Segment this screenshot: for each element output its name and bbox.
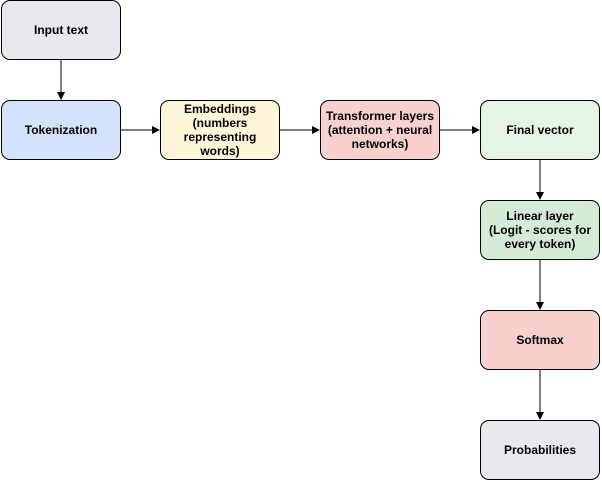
input-text-label: Input text: [34, 23, 88, 37]
tokenization-label: Tokenization: [24, 123, 98, 137]
transformer-layers-node: Transformer layers (attention + neural n…: [320, 100, 440, 160]
embeddings-label: Embeddings (numbers representing words): [183, 102, 257, 158]
final-vector-label: Final vector: [506, 123, 574, 137]
linear-layer-label: Linear layer (Logit - scores for every t…: [488, 209, 591, 251]
softmax-node: Softmax: [480, 310, 600, 370]
final-vector-node: Final vector: [480, 100, 600, 160]
input-text-node: Input text: [1, 0, 121, 60]
softmax-label: Softmax: [516, 333, 564, 347]
tokenization-node: Tokenization: [1, 100, 121, 160]
probabilities-node: Probabilities: [480, 420, 600, 480]
probabilities-label: Probabilities: [503, 443, 577, 457]
embeddings-node: Embeddings (numbers representing words): [160, 100, 280, 160]
transformer-layers-label: Transformer layers (attention + neural n…: [325, 109, 435, 151]
linear-layer-node: Linear layer (Logit - scores for every t…: [480, 200, 600, 260]
